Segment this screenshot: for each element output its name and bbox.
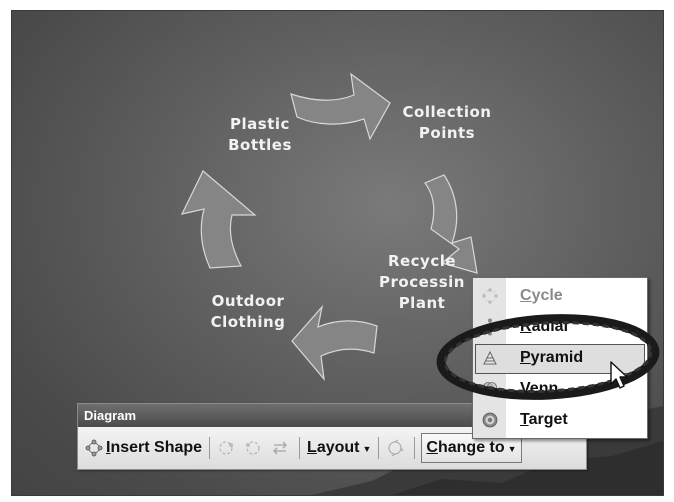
- chevron-down-icon: ▼: [507, 444, 517, 454]
- change-to-menu: Cycle Radial Pyramid: [472, 277, 648, 439]
- venn-diagram-icon: [473, 380, 506, 398]
- menu-item-accelerator: R: [520, 318, 532, 335]
- menu-item-accelerator: C: [520, 287, 532, 304]
- move-backward-icon: [219, 441, 234, 455]
- node-line: Recycle: [387, 252, 457, 270]
- toolbar-separator: [378, 437, 380, 459]
- menu-item-accelerator: V: [520, 380, 530, 397]
- move-shape-backward-button[interactable]: [214, 434, 241, 462]
- node-plastic-bottles[interactable]: Plastic Bottles: [220, 114, 300, 156]
- insert-shape-accelerator: I: [106, 439, 111, 456]
- node-line: Collection: [402, 103, 492, 121]
- node-line: Bottles: [228, 136, 292, 154]
- menu-item-cycle[interactable]: Cycle: [473, 281, 647, 311]
- menu-item-accelerator: T: [520, 411, 529, 428]
- node-line: Clothing: [210, 313, 286, 331]
- pyramid-diagram-icon: [473, 349, 506, 367]
- chevron-down-icon: ▼: [362, 444, 372, 454]
- node-line: Outdoor: [211, 292, 285, 310]
- node-recycle-plant[interactable]: Recycle Processin Plant: [368, 251, 476, 314]
- toolbar-title[interactable]: Diagram: [78, 404, 586, 427]
- cycle-diagram: [180, 72, 478, 381]
- node-line: Points: [418, 124, 476, 142]
- cycle-arrow-right[interactable]: [424, 174, 478, 274]
- mouse-pointer-icon: [610, 361, 628, 389]
- insert-shape-icon: [85, 439, 103, 457]
- move-forward-icon: [246, 441, 260, 455]
- node-collection-points[interactable]: Collection Points: [392, 102, 502, 144]
- layout-label: ayout: [316, 439, 360, 456]
- node-line: Processin: [379, 273, 465, 291]
- radial-diagram-icon: [473, 318, 506, 336]
- toolbar-separator: [414, 437, 416, 459]
- menu-item-label: enn: [529, 380, 559, 397]
- menu-item-accelerator: P: [520, 349, 531, 366]
- autoformat-icon: [388, 439, 404, 457]
- move-shape-forward-button[interactable]: [241, 434, 268, 462]
- autoformat-button[interactable]: [383, 434, 410, 462]
- change-to-label: hange to: [437, 439, 505, 456]
- node-line: Plastic: [230, 115, 290, 133]
- background-mountains: [312, 406, 663, 495]
- insert-shape-label: nsert Shape: [110, 439, 203, 456]
- cycle-arrow-bottom[interactable]: [291, 304, 378, 381]
- node-outdoor-clothing[interactable]: Outdoor Clothing: [208, 291, 288, 333]
- toolbar-separator: [209, 437, 211, 459]
- menu-item-radial[interactable]: Radial: [473, 312, 647, 342]
- target-diagram-icon: [473, 411, 506, 429]
- menu-item-label: adial: [531, 318, 569, 335]
- node-line: Plant: [398, 294, 446, 312]
- cycle-diagram-icon: [473, 287, 506, 305]
- menu-item-label: ycle: [531, 287, 563, 304]
- reverse-arrows-icon: [273, 441, 287, 455]
- cycle-arrow-left[interactable]: [180, 170, 257, 269]
- change-to-accelerator: C: [426, 439, 438, 456]
- cycle-arrow-top[interactable]: [290, 72, 391, 141]
- menu-item-label: arget: [528, 411, 568, 428]
- toolbar-separator: [299, 437, 301, 459]
- menu-item-label: yramid: [530, 349, 584, 366]
- menu-item-target[interactable]: Target: [473, 405, 647, 435]
- layout-accelerator: L: [307, 439, 317, 456]
- reverse-diagram-button[interactable]: [268, 434, 295, 462]
